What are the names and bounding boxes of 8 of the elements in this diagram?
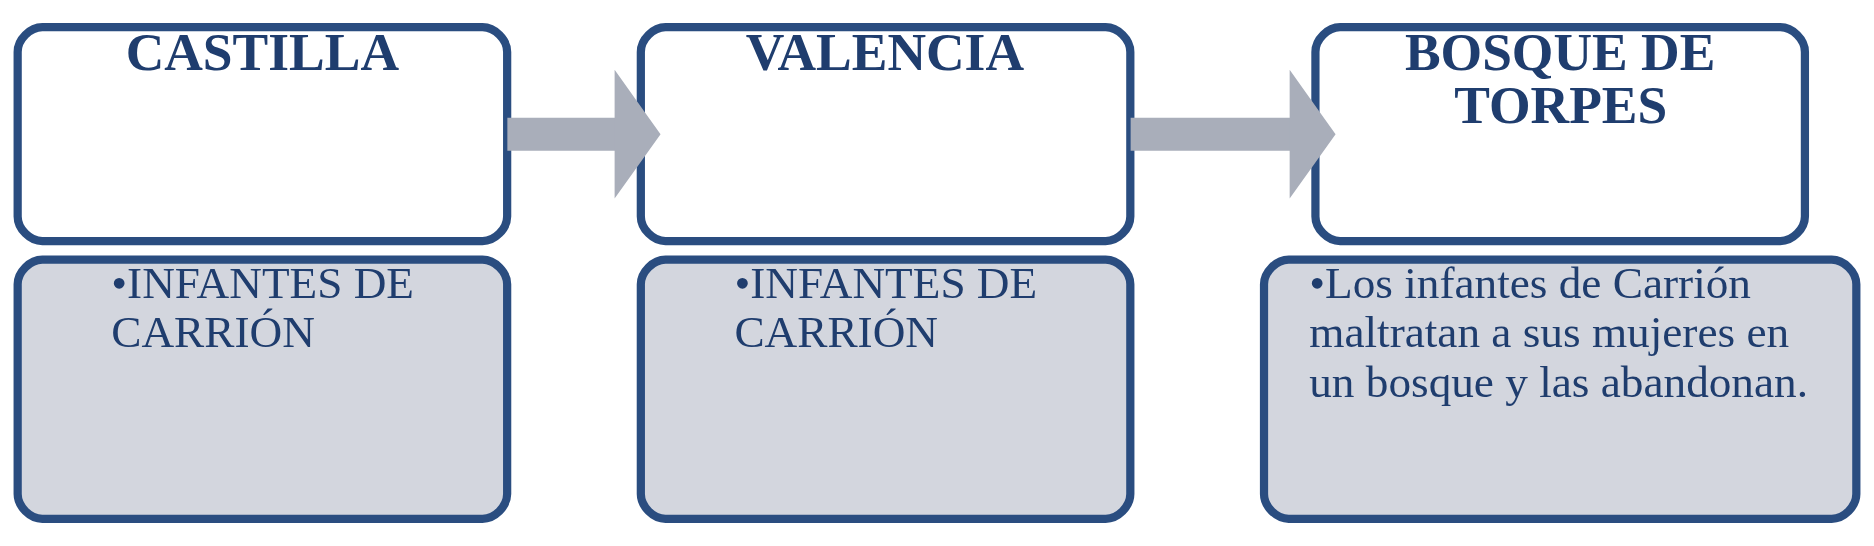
node-box: •INFANTES DE CARRIÓN xyxy=(636,255,1135,523)
node-box: •Los infantes de Carrión maltratan a sus mujeres en un bosque y las abandonan. xyxy=(1259,255,1861,523)
node-box: BOSQUE DE TORPES xyxy=(1311,23,1810,246)
node-box: CASTILLA xyxy=(13,23,512,246)
node-box: •INFANTES DE CARRIÓN xyxy=(13,255,512,523)
node-box: VALENCIA xyxy=(636,23,1135,246)
arrow xyxy=(507,69,661,199)
arrow xyxy=(1130,69,1336,199)
